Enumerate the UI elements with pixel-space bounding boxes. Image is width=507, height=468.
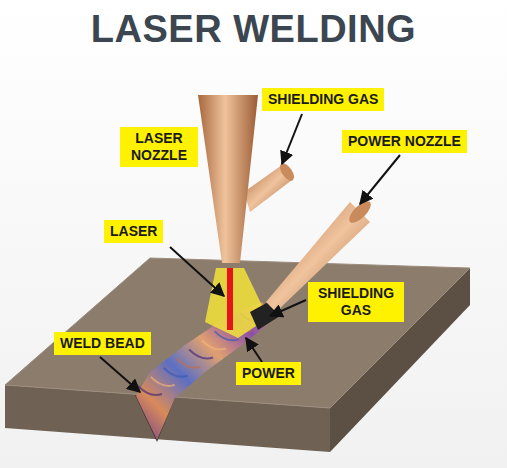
callout-label: SHIELDING GAS	[262, 88, 384, 111]
label-text: LASER	[110, 223, 157, 240]
leader-line	[282, 114, 302, 164]
leader-line	[170, 247, 224, 296]
leader-line	[246, 338, 262, 362]
callout-label: LASER NOZZLE	[120, 127, 198, 167]
bead-ripple	[164, 368, 188, 377]
title: LASER WELDING	[0, 8, 507, 51]
callout-label: LASER	[104, 220, 163, 243]
plate-top	[5, 258, 470, 408]
bead-ripple	[138, 386, 162, 395]
bead-ripple	[189, 350, 213, 359]
laser-beam	[227, 268, 233, 330]
bead-ripple	[151, 377, 175, 386]
label-text: SHIELDING GAS	[314, 285, 398, 319]
bead-ripple	[202, 340, 226, 349]
callout-label: POWER	[236, 362, 301, 385]
callout-label: WELD BEAD	[54, 332, 151, 355]
power-nozzle-end	[346, 198, 374, 226]
plate-edge	[5, 258, 470, 408]
label-text: LASER NOZZLE	[126, 130, 192, 164]
leader-line	[360, 155, 400, 204]
leader-line	[270, 300, 306, 316]
gas-inlet-end	[277, 161, 297, 183]
label-text: POWER NOZZLE	[348, 133, 461, 150]
callout-label: POWER NOZZLE	[342, 130, 467, 153]
label-text: WELD BEAD	[60, 335, 145, 352]
laser-nozzle	[198, 95, 258, 263]
label-text: SHIELDING GAS	[268, 91, 378, 108]
callout-label: SHIELDING GAS	[308, 282, 404, 322]
label-text: POWER	[242, 365, 295, 382]
bead-ripple	[176, 359, 200, 368]
leader-line	[100, 357, 140, 392]
